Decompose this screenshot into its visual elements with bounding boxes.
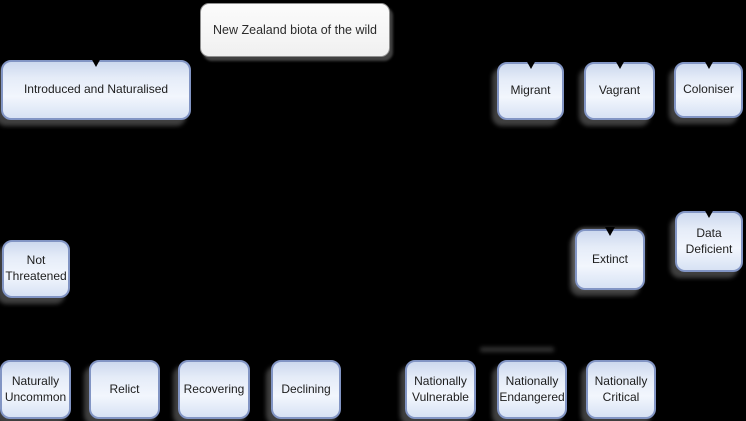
node-root: New Zealand biota of the wild [200,3,390,57]
node-not-threatened: Not Threatened [2,240,70,298]
node-nationally-vulnerable-label: Nationally Vulnerable [412,373,469,404]
node-nationally-vulnerable: Nationally Vulnerable [405,360,476,419]
connector-arrowhead-icon [703,60,714,69]
node-root-label: New Zealand biota of the wild [213,23,377,37]
connector-arrowhead-icon [525,60,536,69]
connector-arrowhead-icon [91,58,101,67]
connector-arrowhead-icon [704,209,714,218]
connector-shadow [480,347,554,352]
node-nationally-critical: Nationally Critical [586,360,656,419]
node-declining: Declining [271,360,341,419]
node-declining-label: Declining [281,381,331,396]
node-not-threatened-label: Not Threatened [5,253,67,283]
node-migrant: Migrant [497,60,564,120]
node-vagrant: Vagrant [584,60,655,120]
node-data-deficient-label: Data Deficient [685,225,733,256]
node-vagrant-label: Vagrant [598,83,641,98]
node-recovering-label: Recovering [183,381,245,396]
node-extinct-label: Extinct [591,251,628,266]
node-relict-label: Relict [109,381,140,396]
node-coloniser: Coloniser [674,60,743,118]
node-coloniser-label: Coloniser [683,82,734,97]
node-nationally-endangered-label: Nationally Endangered [499,373,565,404]
node-naturally-uncommon: Naturally Uncommon [0,360,71,419]
node-introduced-and-naturalised: Introduced and Naturalised [1,58,191,120]
node-extinct: Extinct [575,227,645,290]
node-migrant-label: Migrant [510,83,551,98]
node-recovering: Recovering [178,360,250,419]
node-nationally-critical-label: Nationally Critical [594,373,648,404]
node-introduced-label: Introduced and Naturalised [23,82,169,97]
node-naturally-uncommon-label: Naturally Uncommon [4,373,67,404]
connector-arrowhead-icon [605,227,615,236]
connector-arrowhead-icon [614,60,625,69]
node-nationally-endangered: Nationally Endangered [497,360,567,419]
node-relict: Relict [89,360,160,419]
node-data-deficient: Data Deficient [675,209,743,272]
